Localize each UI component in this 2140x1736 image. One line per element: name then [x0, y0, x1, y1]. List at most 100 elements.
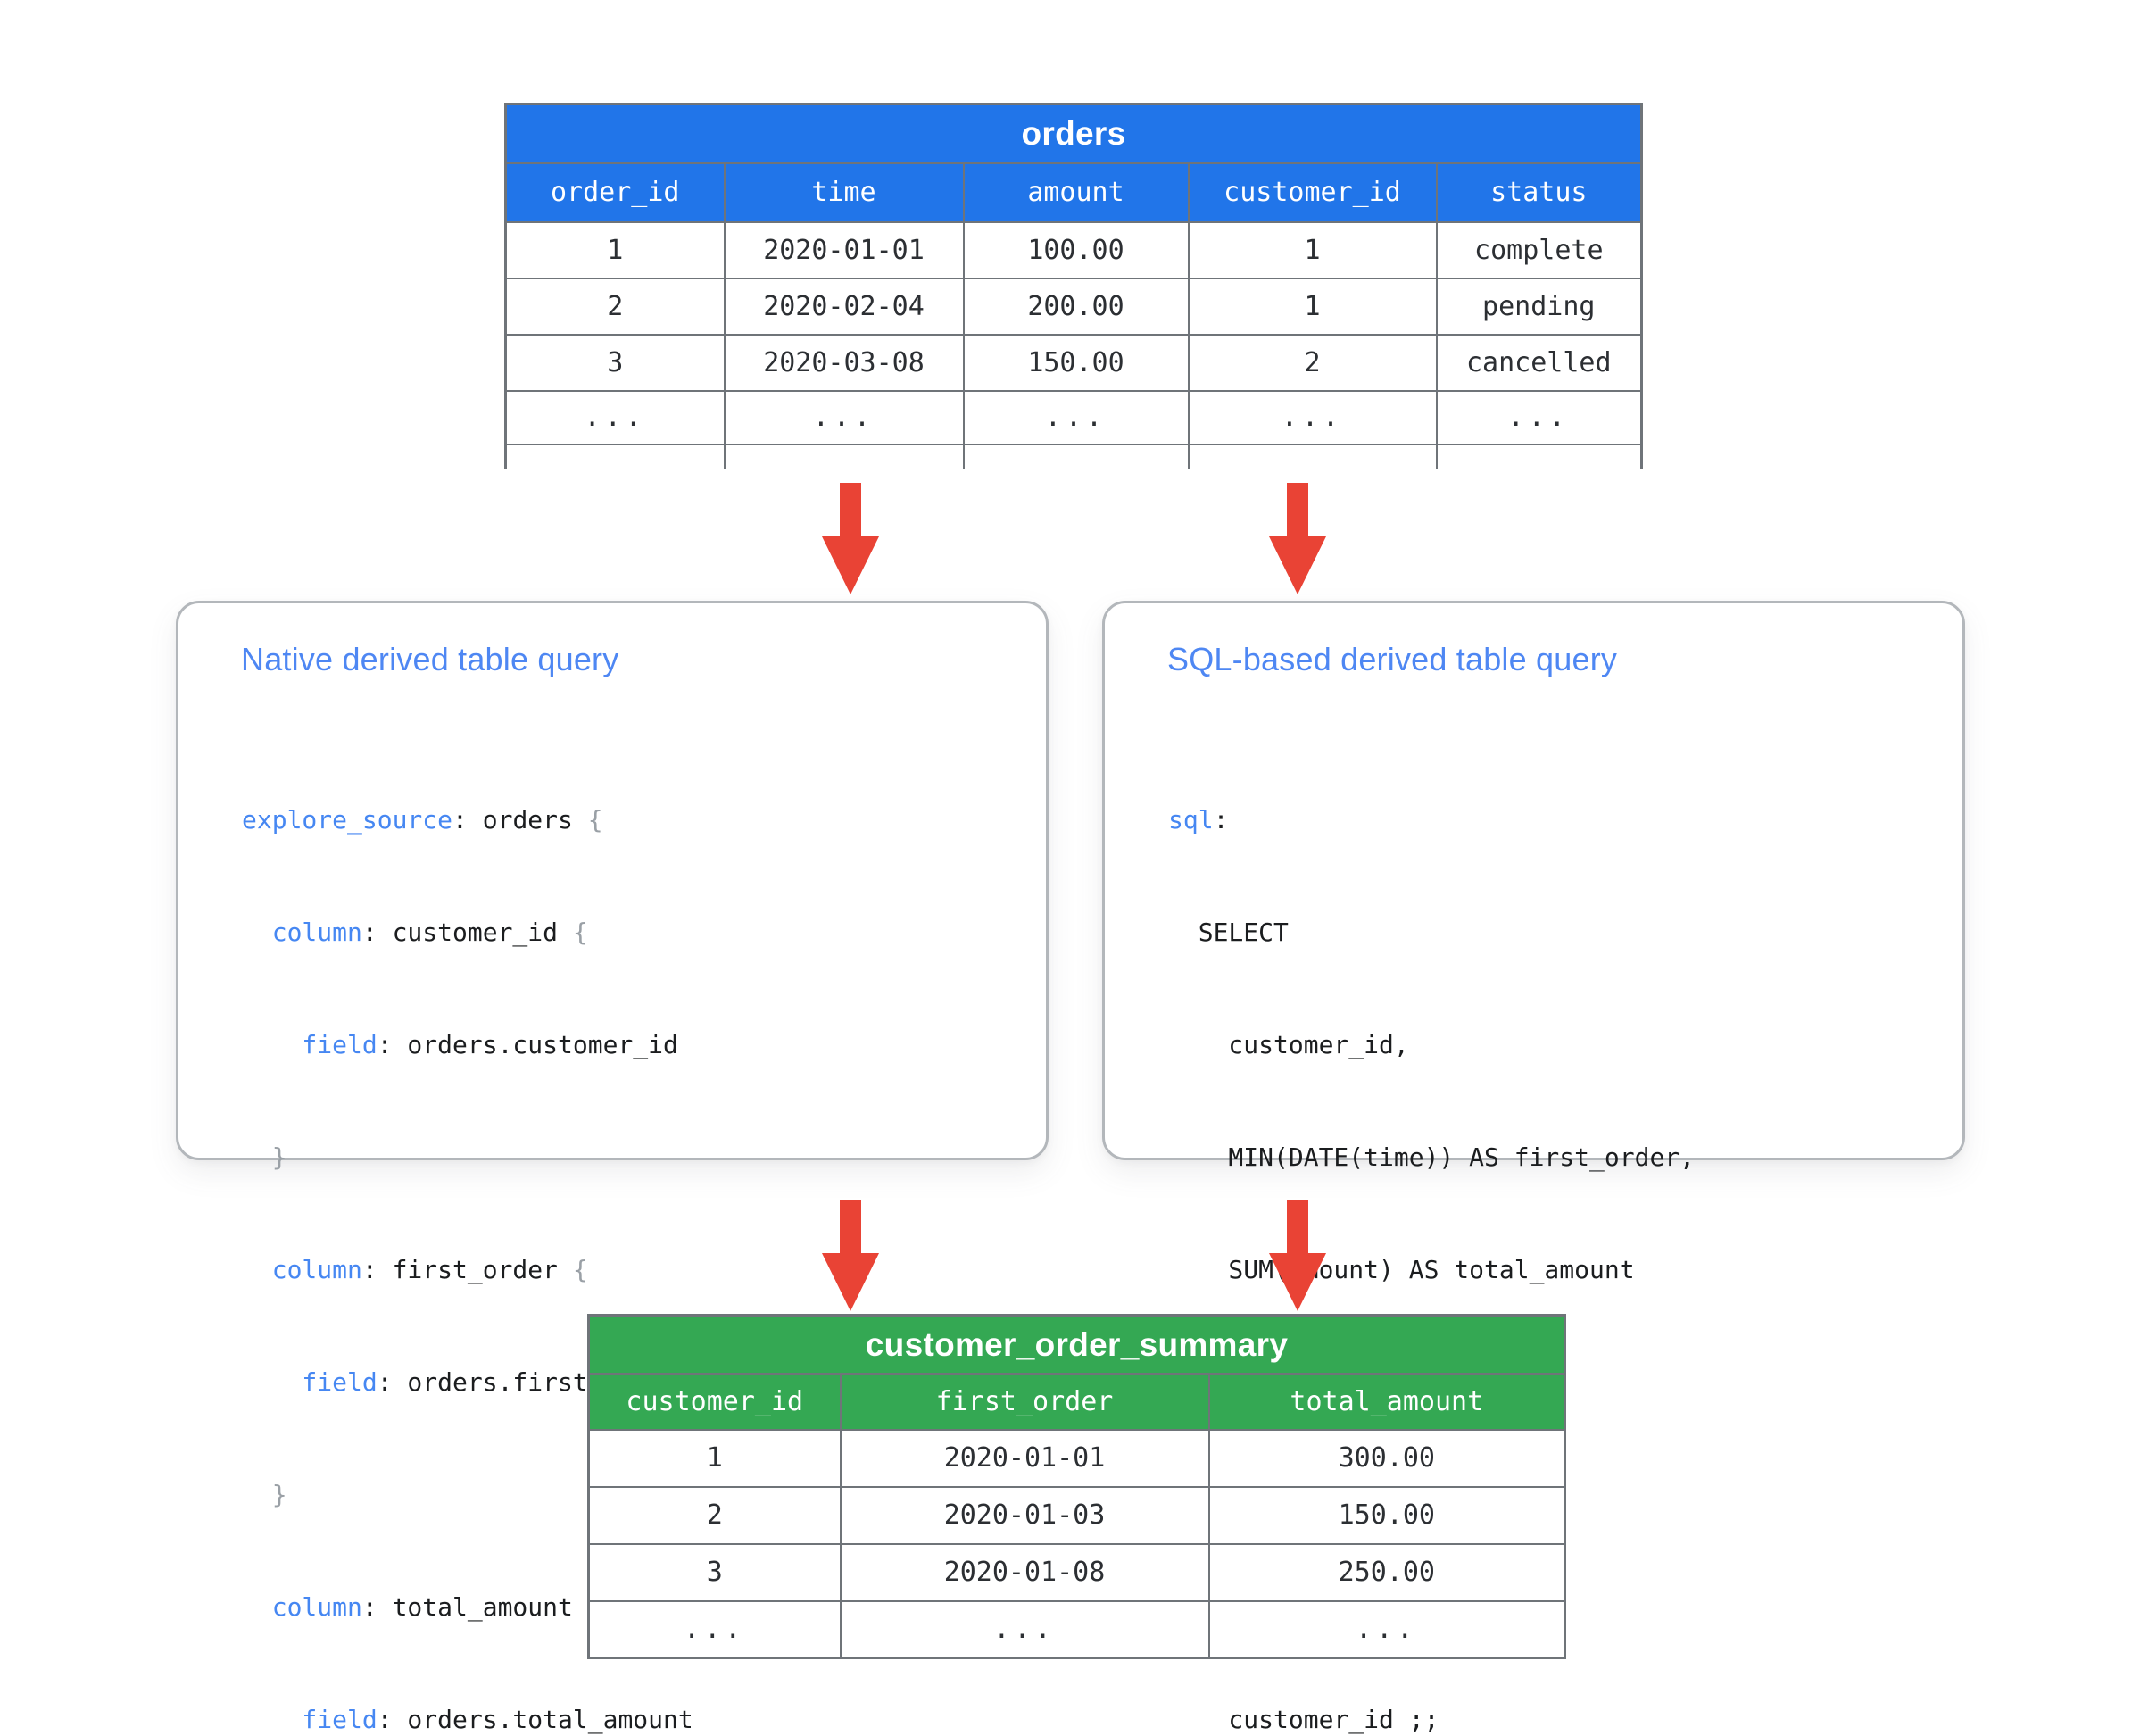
code-text: : customer_id	[361, 918, 573, 947]
code-line: }	[242, 1139, 693, 1176]
table-cell	[723, 443, 965, 469]
column-header-order-id: order_id	[504, 162, 726, 223]
code-line: }	[242, 1476, 693, 1514]
table-row: 3 2020-01-08 250.00	[587, 1542, 1566, 1602]
column-header-customer-id: customer_id	[587, 1373, 842, 1431]
code-text: :	[1213, 805, 1229, 835]
table-cell: pending	[1435, 277, 1643, 336]
code-line: sql:	[1168, 802, 1695, 839]
table-cell: 250.00	[1207, 1542, 1566, 1602]
table-cell: 1	[587, 1428, 842, 1488]
code-line: SELECT	[1168, 914, 1695, 951]
table-row-ellipsis: ... ... ...	[587, 1599, 1566, 1659]
code-brace: {	[587, 805, 603, 835]
down-arrow-icon	[822, 483, 879, 594]
summary-title-row: customer_order_summary	[587, 1314, 1566, 1375]
table-cell: ...	[962, 389, 1190, 445]
panel-title: Native derived table query	[241, 641, 619, 677]
column-header-total-amount: total_amount	[1207, 1373, 1566, 1431]
code-keyword: column	[242, 1592, 362, 1622]
table-cell: 2	[1187, 333, 1438, 392]
table-cell	[1187, 443, 1438, 469]
orders-header-row: order_id time amount customer_id status	[504, 162, 1643, 223]
code-line: column: first_order {	[242, 1251, 693, 1289]
code-keyword: column	[242, 918, 362, 947]
table-row: 3 2020-03-08 150.00 2 cancelled	[504, 333, 1643, 392]
table-cell: 2	[504, 277, 726, 336]
code-keyword: explore_source	[242, 805, 453, 835]
down-arrow-icon	[822, 483, 879, 594]
column-header-amount: amount	[962, 162, 1190, 223]
code-text: customer_id ;;	[1168, 1705, 1439, 1734]
down-arrow-icon	[1269, 483, 1326, 594]
column-header-first-order: first_order	[839, 1373, 1210, 1431]
code-line: column: customer_id {	[242, 914, 693, 951]
code-line: SUM(amount) AS total_amount	[1168, 1251, 1695, 1289]
table-row: 2 2020-01-03 150.00	[587, 1485, 1566, 1545]
table-cell: 2	[587, 1485, 842, 1545]
summary-table-title: customer_order_summary	[587, 1314, 1566, 1375]
table-cell: 3	[504, 333, 726, 392]
sql-derived-table-panel: SQL-based derived table query sql: SELEC…	[1102, 601, 1965, 1734]
code-text: : orders.customer_id	[377, 1030, 678, 1059]
table-cell: 200.00	[962, 277, 1190, 336]
table-cell: 2020-02-04	[723, 277, 965, 336]
table-cell: 2020-01-03	[839, 1485, 1210, 1545]
table-cell: complete	[1435, 220, 1643, 279]
code-text: customer_id,	[1168, 1030, 1409, 1059]
code-text: : orders	[452, 805, 588, 835]
table-cell: 3	[587, 1542, 842, 1602]
down-arrow-icon	[822, 1200, 879, 1311]
code-brace: {	[572, 918, 588, 947]
table-cell: 300.00	[1207, 1428, 1566, 1488]
table-cell: ...	[1187, 389, 1438, 445]
code-text: MIN(DATE(time)) AS first_order,	[1168, 1142, 1696, 1172]
table-cell: ...	[1207, 1599, 1566, 1659]
native-derived-table-panel: Native derived table query explore_sourc…	[176, 601, 1049, 1734]
code-text: : total_amount	[361, 1592, 588, 1622]
code-keyword: field	[242, 1367, 377, 1397]
table-row: 1 2020-01-01 100.00 1 complete	[504, 220, 1643, 279]
orders-table: orders order_id time amount customer_id …	[504, 103, 1646, 469]
table-cell: ...	[587, 1599, 842, 1659]
code-keyword: sql	[1168, 805, 1214, 835]
table-cell: ...	[504, 389, 726, 445]
table-cell: 1	[1187, 277, 1438, 336]
code-line: customer_id ;;	[1168, 1701, 1695, 1736]
code-line: MIN(DATE(time)) AS first_order,	[1168, 1139, 1695, 1176]
code-line: field: orders.customer_id	[242, 1026, 693, 1064]
code-text: : first_order	[361, 1255, 573, 1284]
table-row: 1 2020-01-01 300.00	[587, 1428, 1566, 1488]
code-line: customer_id,	[1168, 1026, 1695, 1064]
code-line: column: total_amount {	[242, 1589, 693, 1626]
code-line: field: orders.total_amount	[242, 1701, 693, 1736]
code-text: SELECT	[1168, 918, 1289, 947]
table-cell: 2020-03-08	[723, 333, 965, 392]
code-keyword: field	[242, 1705, 377, 1734]
summary-header-row: customer_id first_order total_amount	[587, 1373, 1566, 1431]
table-cell: 150.00	[962, 333, 1190, 392]
table-cell	[1435, 443, 1643, 469]
code-text: : orders.total_amount	[377, 1705, 693, 1734]
table-cell: ...	[723, 389, 965, 445]
table-cell: 1	[1187, 220, 1438, 279]
orders-table-title: orders	[504, 103, 1643, 164]
code-keyword: field	[242, 1030, 377, 1059]
code-brace: }	[242, 1480, 287, 1509]
table-cell	[962, 443, 1190, 469]
table-cell: 2020-01-01	[839, 1428, 1210, 1488]
table-row: 2 2020-02-04 200.00 1 pending	[504, 277, 1643, 336]
table-cell: ...	[839, 1599, 1210, 1659]
panel-title: SQL-based derived table query	[1167, 641, 1618, 677]
code-keyword: column	[242, 1255, 362, 1284]
down-arrow-icon	[822, 1200, 879, 1311]
table-cell: 2020-01-01	[723, 220, 965, 279]
code-line: explore_source: orders {	[242, 802, 693, 839]
column-header-time: time	[723, 162, 965, 223]
table-cell: cancelled	[1435, 333, 1643, 392]
down-arrow-icon	[1269, 1200, 1326, 1311]
table-cell: ...	[1435, 389, 1643, 445]
table-cell: 2020-01-08	[839, 1542, 1210, 1602]
orders-table-grid: orders order_id time amount customer_id …	[504, 103, 1644, 469]
